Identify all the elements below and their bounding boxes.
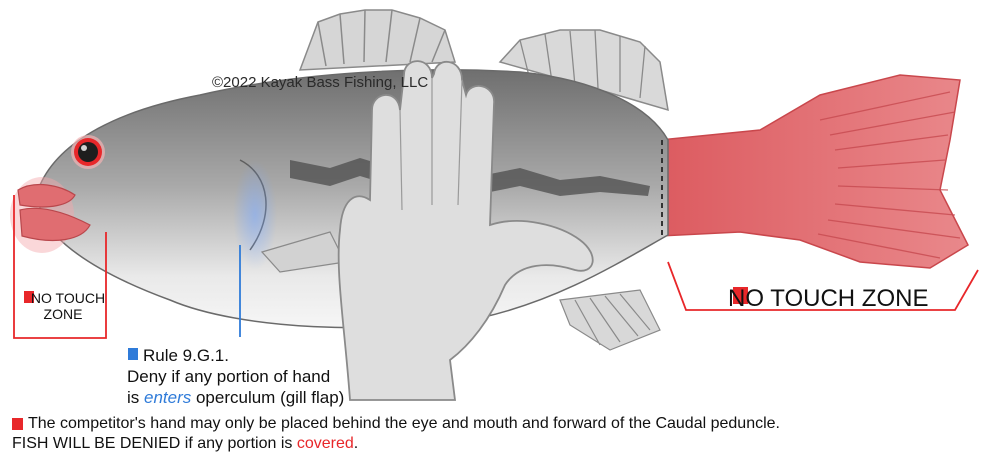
eye xyxy=(71,135,105,169)
footer-covered-word: covered xyxy=(297,435,354,452)
rule-annotation: Rule 9.G.1. Deny if any portion of hand … xyxy=(127,345,344,408)
rule-line3-emphasis: enters xyxy=(144,388,191,407)
rule-title: Rule 9.G.1. xyxy=(127,345,344,366)
footer-line2-post: . xyxy=(354,435,358,452)
rule-line3-pre: is xyxy=(127,388,144,407)
no-touch-zone-right-label: NO TOUCH ZONE xyxy=(728,285,928,313)
footer-line1: The competitor's hand may only be placed… xyxy=(12,414,780,434)
footer-note: The competitor's hand may only be placed… xyxy=(12,414,780,454)
caudal-fin xyxy=(660,75,968,268)
no-touch-left-line1: NO TOUCH xyxy=(20,290,106,306)
footer-line2: FISH WILL BE DENIED if any portion is co… xyxy=(12,434,780,454)
rule-line3: is enters operculum (gill flap) xyxy=(127,387,344,408)
copyright-text: ©2022 Kayak Bass Fishing, LLC xyxy=(212,74,428,91)
rule-line3-post: operculum (gill flap) xyxy=(191,388,344,407)
footer-line2-pre: FISH WILL BE DENIED if any portion is xyxy=(12,435,297,452)
no-touch-left-line2: ZONE xyxy=(20,306,106,322)
rule-line2: Deny if any portion of hand xyxy=(127,366,344,387)
no-touch-zone-left-label: NO TOUCH ZONE xyxy=(20,290,106,322)
